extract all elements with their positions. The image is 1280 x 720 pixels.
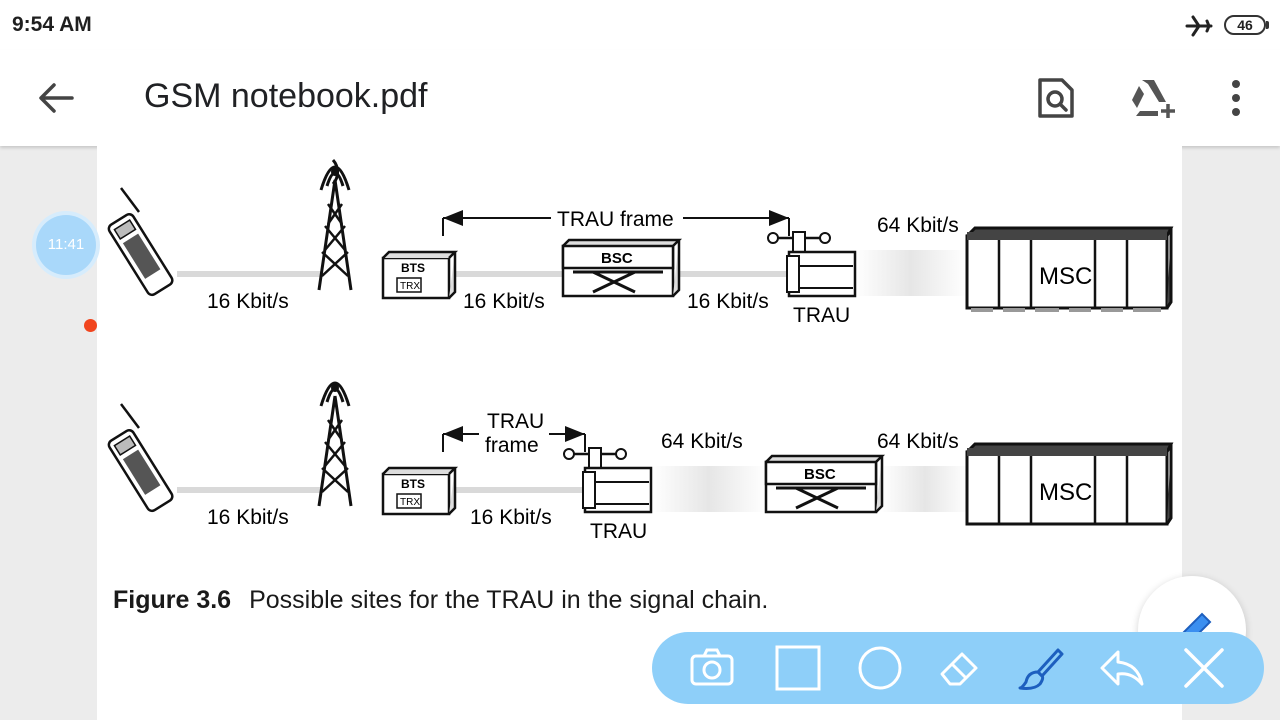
bsc-label: BSC bbox=[601, 250, 633, 267]
battery-indicator: 46 bbox=[1224, 15, 1266, 35]
trau-figure: BTS TRX BSC bbox=[107, 159, 1174, 543]
trau-clamp-icon bbox=[563, 447, 653, 514]
trau-frame-label: frame bbox=[485, 434, 539, 457]
wide-link bbox=[652, 466, 766, 512]
trau-frame-label: TRAU bbox=[487, 410, 544, 433]
bts-box: BTS TRX bbox=[381, 250, 459, 300]
trau-clamp-icon bbox=[767, 231, 857, 298]
top-chain: BTS TRX BSC bbox=[107, 159, 1174, 327]
trau-label: TRAU bbox=[590, 520, 647, 543]
trx-label: TRX bbox=[400, 497, 420, 508]
back-arrow-icon[interactable] bbox=[34, 80, 78, 116]
mobile-phone-icon bbox=[107, 187, 174, 297]
line-segment bbox=[453, 271, 565, 277]
rate-label: 64 Kbit/s bbox=[661, 430, 743, 453]
wide-link bbox=[855, 250, 967, 296]
app-bar: GSM notebook.pdf bbox=[0, 50, 1280, 146]
msc-label: MSC bbox=[1039, 263, 1092, 290]
bts-label: BTS bbox=[401, 261, 425, 275]
antenna-tower-icon bbox=[317, 159, 353, 291]
bts-box: BTS TRX bbox=[381, 466, 459, 516]
line-segment bbox=[177, 271, 322, 277]
eraser-icon[interactable] bbox=[936, 644, 984, 692]
rate-label: 16 Kbit/s bbox=[207, 506, 289, 529]
bottom-chain: BTS TRX BSC bbox=[107, 381, 1174, 543]
rectangle-icon[interactable] bbox=[774, 644, 822, 692]
circle-icon[interactable] bbox=[856, 644, 904, 692]
document-title: GSM notebook.pdf bbox=[144, 77, 428, 115]
rate-label: 64 Kbit/s bbox=[877, 214, 959, 237]
bsc-label: BSC bbox=[804, 466, 836, 483]
pdf-page: BTS TRX BSC bbox=[97, 146, 1182, 720]
mobile-phone-icon bbox=[107, 403, 174, 513]
figure-number: Figure 3.6 bbox=[113, 586, 232, 614]
add-to-drive-icon[interactable] bbox=[1128, 78, 1176, 120]
recording-timer-bubble[interactable]: 11:41 bbox=[36, 215, 96, 275]
rate-label: 16 Kbit/s bbox=[463, 290, 545, 313]
msc-box: MSC bbox=[965, 442, 1174, 526]
rate-label: 16 Kbit/s bbox=[470, 506, 552, 529]
figure-caption: Figure 3.6 Possible sites for the TRAU in… bbox=[113, 586, 768, 615]
rate-label: 64 Kbit/s bbox=[877, 430, 959, 453]
bsc-box: BSC bbox=[561, 238, 683, 298]
bts-label: BTS bbox=[401, 477, 425, 491]
recording-dot bbox=[84, 319, 97, 332]
camera-icon[interactable] bbox=[688, 644, 736, 692]
bsc-box: BSC bbox=[764, 454, 886, 514]
status-bar: 9:54 AM 46 bbox=[0, 0, 1280, 50]
antenna-tower-icon bbox=[317, 381, 353, 507]
rate-label: 16 Kbit/s bbox=[207, 290, 289, 313]
wide-link bbox=[880, 466, 970, 512]
figure-caption-text: Possible sites for the TRAU in the signa… bbox=[249, 586, 769, 614]
trau-label: TRAU bbox=[793, 304, 850, 327]
line-segment bbox=[677, 271, 787, 277]
battery-tip bbox=[1266, 21, 1269, 29]
trx-label: TRX bbox=[400, 281, 420, 292]
more-vert-icon[interactable] bbox=[1222, 78, 1250, 118]
undo-icon[interactable] bbox=[1098, 644, 1146, 692]
airplane-icon bbox=[1185, 15, 1213, 37]
brush-icon[interactable] bbox=[1018, 644, 1066, 692]
msc-box: MSC bbox=[965, 226, 1174, 312]
line-segment bbox=[177, 487, 322, 493]
close-icon[interactable] bbox=[1180, 644, 1228, 692]
msc-label: MSC bbox=[1039, 479, 1092, 506]
search-document-icon[interactable] bbox=[1036, 76, 1076, 120]
trau-frame-label: TRAU frame bbox=[557, 208, 674, 231]
status-time: 9:54 AM bbox=[12, 13, 92, 36]
rate-label: 16 Kbit/s bbox=[687, 290, 769, 313]
line-segment bbox=[453, 487, 583, 493]
